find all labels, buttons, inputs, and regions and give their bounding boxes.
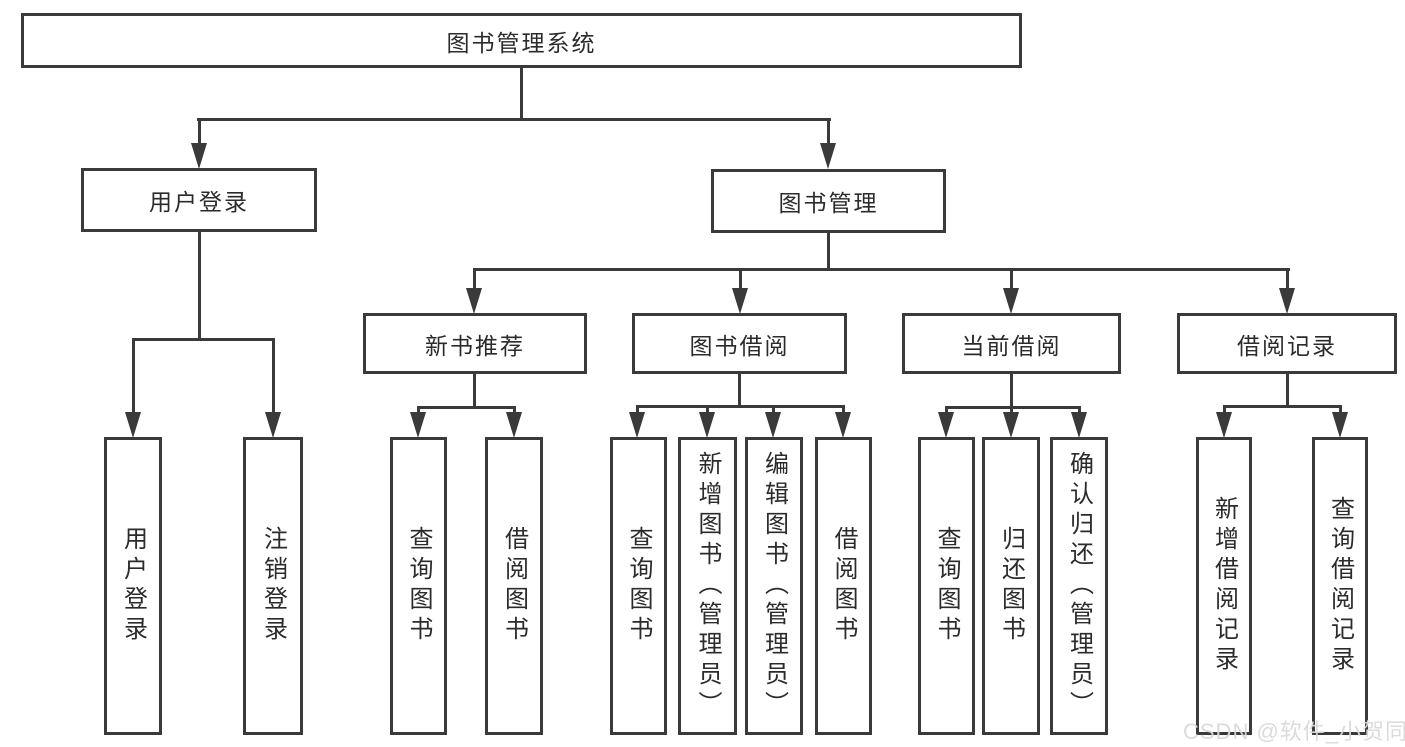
connector-line — [1223, 405, 1342, 408]
node-book-borrow: 图书借阅 — [632, 313, 847, 374]
connector-line — [472, 268, 476, 290]
connector-line — [132, 338, 275, 341]
leaf-return-book: 归还图书 — [982, 437, 1040, 735]
leaf-borrow-book-recommend: 借阅图书 — [485, 437, 543, 735]
connector-line — [1077, 406, 1081, 416]
connector-line — [271, 338, 275, 416]
connector-line — [944, 406, 948, 416]
connector-line — [1009, 268, 1013, 290]
node-label: 图书管理 — [778, 190, 879, 216]
arrowhead-icon — [732, 288, 748, 314]
connector-line — [512, 406, 516, 416]
connector-line — [197, 118, 831, 121]
node-label: 当前借阅 — [961, 332, 1062, 359]
connector-line — [1009, 406, 1013, 416]
node-root-library-system: 图书管理系统 — [21, 13, 1022, 68]
arrowhead-icon — [629, 412, 645, 438]
connector-line — [197, 118, 201, 146]
node-label: 图书借阅 — [689, 332, 790, 359]
leaf-query-book-recommend: 查询图书 — [390, 437, 447, 735]
node-label: 借阅记录 — [1237, 332, 1337, 359]
connector-line — [519, 68, 523, 121]
leaf-query-borrow-record: 查询借阅记录 — [1312, 437, 1368, 735]
arrowhead-icon — [125, 412, 141, 438]
leaf-edit-book-admin: 编辑图书（管理员） — [745, 437, 803, 735]
arrowhead-icon — [835, 412, 851, 438]
node-current-borrow: 当前借阅 — [902, 313, 1121, 374]
arrowhead-icon — [1332, 412, 1348, 438]
node-label: 用户登录 — [149, 189, 249, 215]
leaf-label: 归还图书 — [997, 526, 1025, 646]
arrowhead-icon — [191, 143, 207, 169]
watermark: CSDN @软件_小贺同学 — [1183, 719, 1405, 744]
leaf-label: 借阅图书 — [500, 526, 528, 646]
connector-line — [131, 338, 135, 416]
leaf-user-login: 用户登录 — [104, 437, 162, 735]
leaf-logout: 注销登录 — [243, 437, 303, 735]
node-borrow-record: 借阅记录 — [1177, 313, 1397, 374]
connector-line — [1285, 374, 1289, 408]
leaf-label: 新增借阅记录 — [1210, 496, 1238, 676]
node-user-login-branch: 用户登录 — [81, 168, 317, 232]
leaf-label: 注销登录 — [259, 526, 287, 646]
arrowhead-icon — [1003, 412, 1019, 438]
connector-line — [416, 406, 420, 416]
connector-line — [841, 405, 845, 416]
connector-line — [1222, 405, 1226, 416]
leaf-label: 确认归还（管理员） — [1065, 451, 1093, 721]
arrowhead-icon — [699, 412, 715, 438]
arrowhead-icon — [1216, 412, 1232, 438]
leaf-label: 查询借阅记录 — [1326, 496, 1354, 676]
arrowhead-icon — [1279, 288, 1295, 314]
arrowhead-icon — [938, 412, 954, 438]
connector-line — [826, 118, 830, 146]
connector-line — [738, 268, 742, 290]
leaf-label: 查询图书 — [405, 526, 432, 646]
node-label: 新书推荐 — [425, 332, 525, 359]
leaf-label: 查询图书 — [933, 526, 960, 646]
connector-line — [473, 268, 1290, 271]
arrowhead-icon — [1071, 412, 1087, 438]
leaf-query-book-borrow: 查询图书 — [610, 437, 667, 735]
connector-line — [197, 232, 201, 341]
leaf-add-borrow-record: 新增借阅记录 — [1196, 437, 1252, 735]
leaf-label: 用户登录 — [119, 526, 147, 646]
connector-line — [1009, 374, 1013, 409]
connector-line — [417, 406, 516, 409]
connector-line — [1285, 268, 1289, 290]
arrowhead-icon — [765, 412, 781, 438]
connector-line — [771, 405, 775, 416]
leaf-query-book-current: 查询图书 — [918, 437, 975, 735]
arrowhead-icon — [820, 143, 836, 169]
connector-line — [737, 374, 741, 408]
connector-line — [1338, 405, 1342, 416]
arrowhead-icon — [265, 412, 281, 438]
leaf-label: 借阅图书 — [830, 526, 857, 646]
connector-line — [705, 405, 709, 416]
leaf-borrow-book: 借阅图书 — [815, 437, 872, 735]
connector-line — [826, 233, 830, 271]
arrowhead-icon — [466, 288, 482, 314]
connector-line — [635, 405, 639, 416]
leaf-add-book-admin: 新增图书（管理员） — [678, 437, 737, 735]
connector-line — [945, 406, 1081, 409]
leaf-label: 查询图书 — [625, 526, 652, 646]
node-label: 图书管理系统 — [446, 29, 597, 56]
leaf-label: 编辑图书（管理员） — [760, 451, 788, 721]
arrowhead-icon — [1003, 288, 1019, 314]
connector-line — [472, 374, 476, 409]
leaf-label: 新增图书（管理员） — [694, 451, 721, 721]
node-new-book-recommend: 新书推荐 — [363, 313, 587, 374]
arrowhead-icon — [410, 412, 426, 438]
leaf-confirm-return-admin: 确认归还（管理员） — [1050, 437, 1108, 735]
node-book-management-branch: 图书管理 — [711, 169, 946, 233]
connector-line — [636, 405, 845, 408]
arrowhead-icon — [506, 412, 522, 438]
